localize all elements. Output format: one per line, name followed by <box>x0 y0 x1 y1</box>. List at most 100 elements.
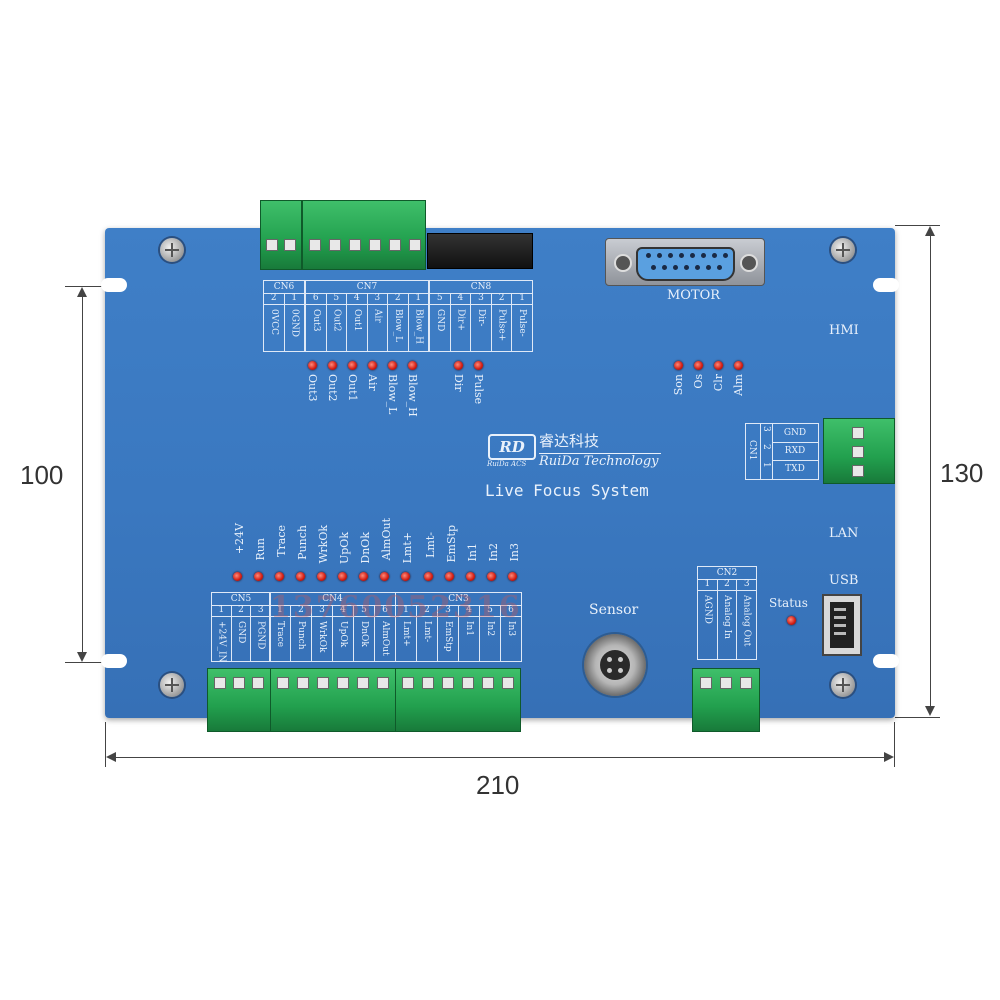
cn5-pin: PGND <box>255 621 266 650</box>
led-status <box>787 616 796 625</box>
led-label: Lmt+ <box>401 532 414 564</box>
cn2-pin: Analog Out <box>741 595 752 647</box>
cn6-pin: 0GND <box>289 309 300 338</box>
terminal-cn1-hmi[interactable] <box>823 418 895 484</box>
cn7-pin: Out3 <box>310 309 321 332</box>
mount-slot <box>873 278 899 292</box>
led-lmt-minus <box>424 572 433 581</box>
dimension-bottom-label: 210 <box>476 770 520 800</box>
usb-port[interactable] <box>822 594 862 656</box>
terminal-cn8[interactable] <box>427 233 533 269</box>
led-label: In1 <box>466 543 479 562</box>
led-clr <box>714 361 723 370</box>
cn8-pin: GND <box>434 309 445 332</box>
sensor-label: Sensor <box>589 602 639 618</box>
cn3-pin: In3 <box>506 621 516 637</box>
sensor-pin <box>618 668 623 673</box>
cn7-pin: Air <box>372 309 383 323</box>
led-upok <box>338 572 347 581</box>
terminal-cn6[interactable] <box>260 200 302 270</box>
cn7-pin: Blow_H <box>413 309 424 344</box>
product-name: Live Focus System <box>485 481 649 500</box>
led-label: In2 <box>487 543 500 562</box>
cn6-pin: 0VCC <box>268 309 279 335</box>
led-label: UpOk <box>338 532 351 564</box>
sensor-connector[interactable] <box>584 634 646 696</box>
screw-icon <box>831 238 855 262</box>
led-label: Pulse <box>472 374 485 405</box>
dimension-left-label: 100 <box>20 460 64 490</box>
cn7-pin: Out1 <box>351 309 362 332</box>
watermark: 13760052316 <box>270 590 522 625</box>
cn8-pin: Pulse- <box>517 309 528 337</box>
led-label: Run <box>254 538 267 561</box>
motor-db15-connector[interactable] <box>605 238 765 286</box>
led-lmt-plus <box>401 572 410 581</box>
cn8-pin: Dir- <box>475 309 486 327</box>
cn4-pin: Trace <box>275 621 285 648</box>
led-almout <box>380 572 389 581</box>
led-label: Punch <box>296 525 309 560</box>
led-label: In3 <box>508 543 521 562</box>
cn4-pin: Punch <box>296 621 306 650</box>
cn1-name: CN1 <box>747 440 757 461</box>
led-label: Alm <box>732 374 745 396</box>
sensor-pin <box>607 668 612 673</box>
led-label: Os <box>692 374 705 389</box>
terminal-cn7[interactable] <box>302 200 426 270</box>
cn3-pin: In1 <box>464 621 474 637</box>
cn1-pin: RXD <box>772 442 818 461</box>
led-blow-h <box>408 361 417 370</box>
cn7-pin: Blow_L <box>392 309 403 343</box>
sensor-pin <box>607 657 612 662</box>
led-label: WrkOk <box>317 525 330 564</box>
led-dir <box>454 361 463 370</box>
led-label: Out1 <box>346 374 359 402</box>
terminal-cn3[interactable] <box>395 668 521 732</box>
brand-en: RuiDa Technology <box>539 454 659 469</box>
terminal-cn2[interactable] <box>692 668 760 732</box>
cn2-pin: AGND <box>702 595 713 624</box>
motor-label: MOTOR <box>667 288 721 303</box>
led-punch <box>296 572 305 581</box>
led-label: DnOk <box>359 532 372 564</box>
terminal-cn5[interactable] <box>207 668 271 732</box>
cn3-pin: EmStp <box>443 621 453 652</box>
cn1-silkscreen-table: CN1 3 2 1 GND RXD TXD <box>745 423 819 480</box>
led-label: Dir <box>452 374 465 392</box>
led-wrkok <box>317 572 326 581</box>
sensor-pin <box>618 657 623 662</box>
dimension-right-label: 130 <box>940 458 984 488</box>
terminal-cn4[interactable] <box>270 668 396 732</box>
ruida-logo: RD <box>488 434 536 460</box>
led-dnok <box>359 572 368 581</box>
led-out3 <box>308 361 317 370</box>
led-pulse <box>474 361 483 370</box>
cn3-pin: Lmt+ <box>401 621 411 647</box>
lan-label: LAN <box>829 526 859 541</box>
cn5-pin: GND <box>236 621 246 644</box>
led-label: Lmt- <box>424 532 437 558</box>
led-label: Blow_L <box>386 374 399 415</box>
led-son <box>674 361 683 370</box>
cn1-pin: GND <box>772 424 818 443</box>
led-air <box>368 361 377 370</box>
led-alm <box>734 361 743 370</box>
led-trace <box>275 572 284 581</box>
mount-slot <box>101 278 127 292</box>
led-label: +24V <box>233 523 246 555</box>
brand-cn: 睿达科技 <box>539 432 600 450</box>
led-out2 <box>328 361 337 370</box>
cn3-pin: In2 <box>485 621 495 637</box>
led-out1 <box>348 361 357 370</box>
cn1-pin: TXD <box>785 464 805 474</box>
brand-small: RuiDa ACS <box>487 460 527 468</box>
led-label: Clr <box>712 374 725 392</box>
screw-icon <box>160 238 184 262</box>
mount-slot <box>101 654 127 668</box>
cn4-pin: UpOk <box>338 621 348 648</box>
